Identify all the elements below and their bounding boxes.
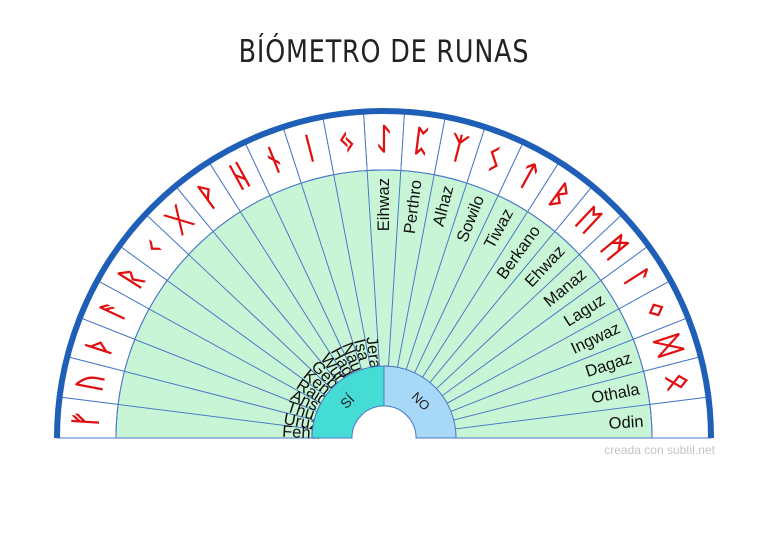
page-title: BÍÓMETRO DE RUNAS — [238, 34, 530, 70]
sector-name: Eihwaz — [375, 178, 393, 231]
rune-glyph: ᛃ — [335, 123, 357, 160]
rune-ring-band — [57, 111, 711, 438]
sector-name: Fehu — [282, 423, 321, 443]
rune-glyph: ᛇ — [375, 122, 393, 157]
sector-name: Isa — [350, 337, 373, 364]
rune-glyph: ᚠ — [68, 409, 104, 429]
sector-name: Jera — [362, 336, 384, 371]
outer-rim-arc — [54, 108, 714, 439]
core-circle — [351, 405, 417, 439]
outer-rim — [54, 108, 714, 439]
inner-circle-line — [115, 169, 653, 439]
credit-text: creada con subtil.net — [604, 443, 715, 457]
rune-glyph: ᛈ — [410, 123, 432, 160]
sector-name: Odin — [608, 413, 644, 433]
